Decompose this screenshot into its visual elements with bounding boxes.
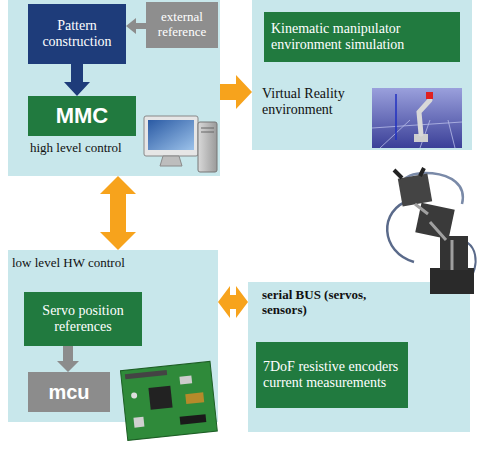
- panel-heading: Virtual Reality environment: [262, 86, 370, 118]
- computer-icon-part: [201, 128, 214, 129]
- computer-icon-part: [148, 120, 194, 150]
- circuit-board-part: [185, 392, 204, 404]
- process-box: Pattern construction: [28, 4, 126, 64]
- circuit-board-part: [180, 414, 207, 425]
- vr-screenshot-part: [426, 92, 433, 99]
- simulation-box: Kinematic manipulator environment simula…: [264, 12, 460, 62]
- vr-screenshot-part: [372, 88, 462, 148]
- circuit-board-part: [179, 375, 192, 384]
- flow-arrow: [218, 286, 248, 318]
- computer-icon-part: [160, 156, 182, 166]
- mcu-box: mcu: [28, 372, 110, 412]
- vr-screenshot-part: [419, 100, 430, 134]
- computer-icon-part: [198, 122, 217, 172]
- circuit-board-part: [133, 417, 144, 428]
- vr-screenshot-part: [372, 120, 462, 148]
- circuit-board-part: [125, 370, 167, 379]
- panel-heading: high level control: [30, 141, 150, 156]
- controller-box: MMC: [28, 96, 136, 136]
- robot-arm-part: [430, 268, 474, 294]
- vr-screenshot-part: [395, 94, 397, 140]
- robot-arm-part: [387, 200, 414, 262]
- robot-arm-part: [398, 174, 432, 207]
- vr-screenshot: [372, 88, 462, 148]
- computer-icon-part: [144, 116, 198, 156]
- input-box: external reference: [146, 2, 218, 48]
- panel: serial BUS (servos, sensors) 7DoF resisti…: [248, 282, 470, 432]
- box-label: external reference: [153, 10, 211, 40]
- computer-icon-part: [201, 132, 214, 133]
- box-label: mcu: [48, 381, 89, 404]
- robot-arm-part: [394, 168, 424, 178]
- robot-arm-part: [440, 236, 468, 270]
- flow-arrow: [126, 18, 146, 34]
- computer-icon: [144, 116, 217, 172]
- box-label: MMC: [56, 103, 109, 128]
- panel-heading: low level HW control: [12, 256, 182, 271]
- box-label: Kinematic manipulator environment simula…: [271, 21, 453, 53]
- circuit-board: [120, 361, 217, 440]
- box-label: Servo position references: [31, 303, 135, 335]
- panel-heading: serial BUS (servos, sensors): [262, 288, 382, 318]
- box-label: 7DoF resistive encoders current measurem…: [263, 359, 401, 391]
- hardware-box: 7DoF resistive encoders current measurem…: [256, 342, 408, 408]
- flow-arrow: [100, 176, 136, 250]
- robot-arm: [387, 168, 475, 294]
- robot-arm-part: [415, 204, 452, 270]
- circuit-board-part: [131, 392, 138, 399]
- flow-arrow: [220, 75, 252, 109]
- flow-arrow: [64, 64, 90, 96]
- process-box: Servo position references: [24, 292, 142, 346]
- circuit-board-part: [120, 361, 217, 440]
- box-label: Pattern construction: [35, 18, 119, 50]
- flow-arrow: [57, 346, 79, 372]
- circuit-board-part: [148, 386, 172, 410]
